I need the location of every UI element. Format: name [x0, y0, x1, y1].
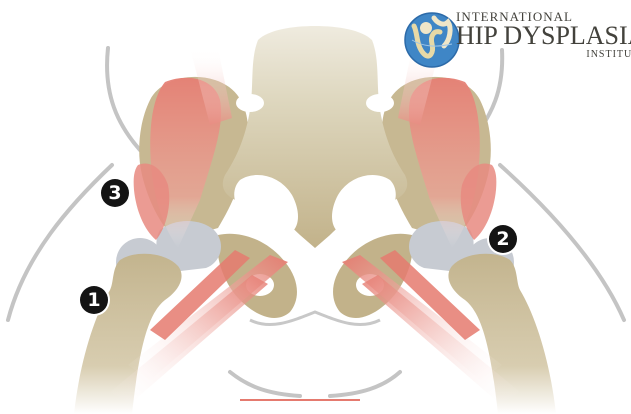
international-hip-dysplasia-institute-logo: INTERNATIONAL HIP DYSPLASIA INSTITUTE: [404, 4, 630, 74]
marker-3: 3: [101, 179, 129, 207]
logo-line-institute: INSTITUTE: [456, 49, 631, 60]
marker-1: 1: [80, 286, 108, 314]
marker-2: 2: [489, 225, 517, 253]
hip-globe-icon: [404, 6, 460, 74]
logo-line-hip-dysplasia: HIP DYSPLASIA: [456, 23, 631, 49]
